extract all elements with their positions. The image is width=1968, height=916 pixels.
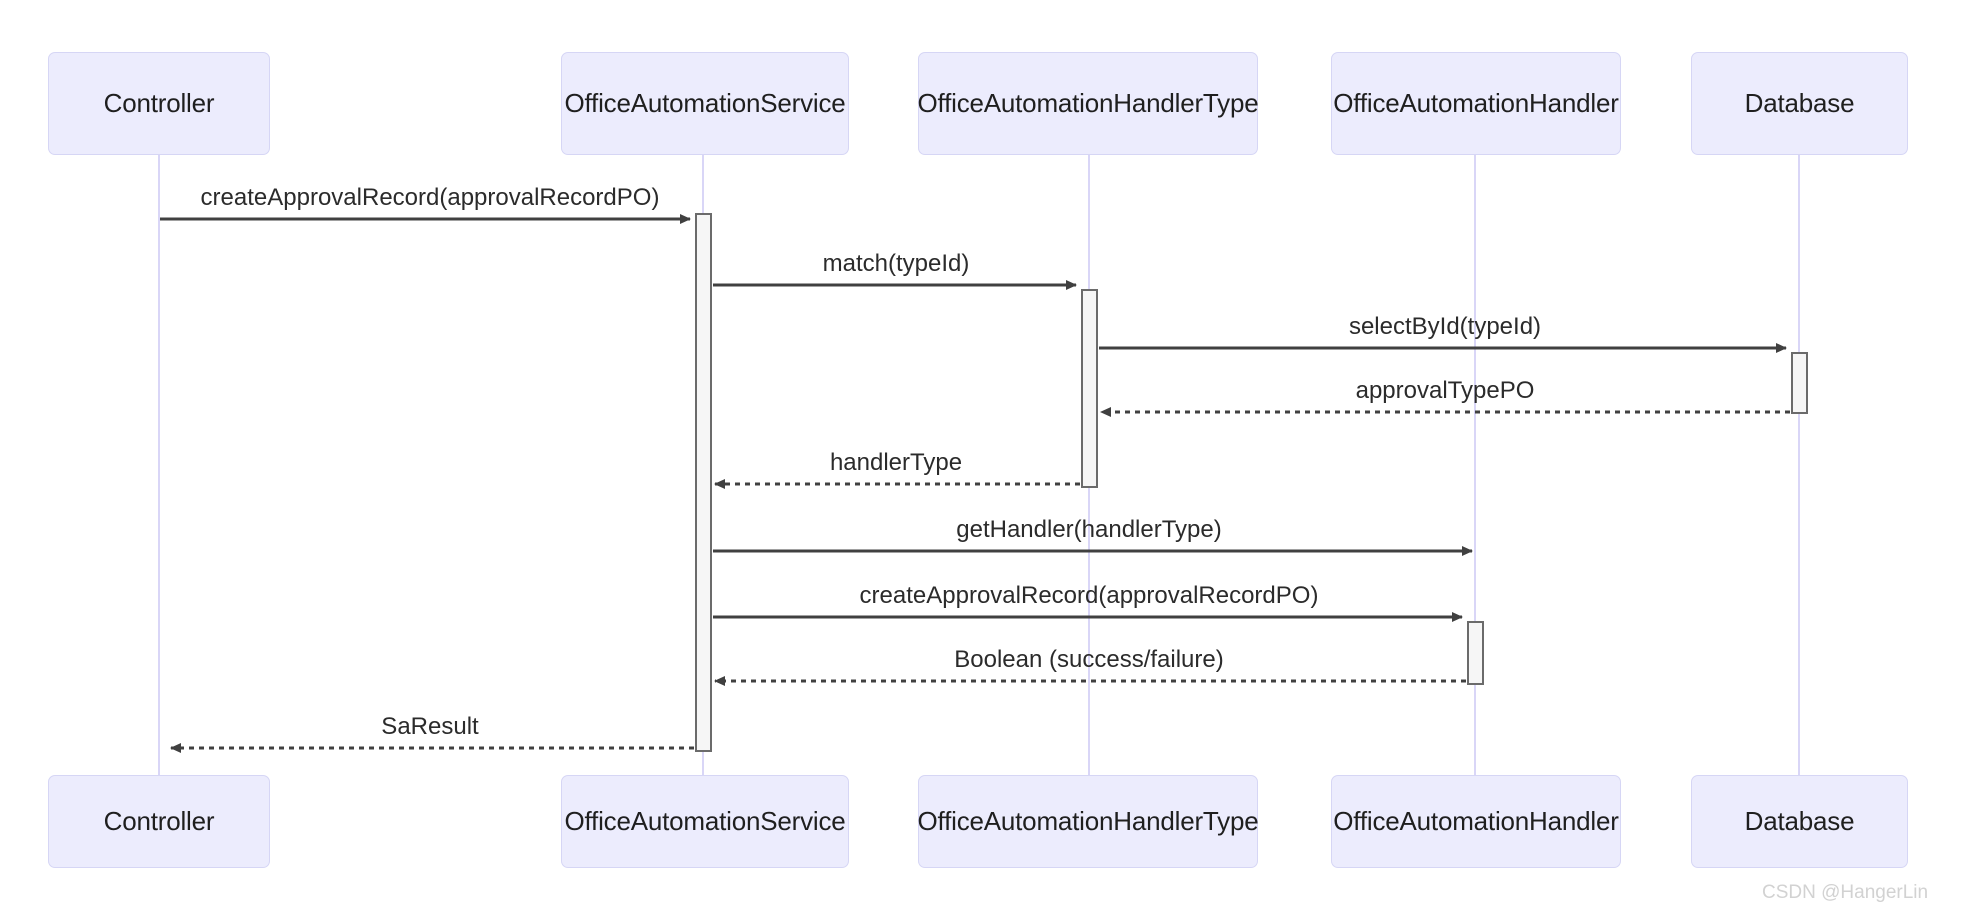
participant-box-top-controller[interactable]: Controller (48, 52, 270, 155)
activation-bar-service (695, 213, 712, 752)
participant-box-top-database[interactable]: Database (1691, 52, 1908, 155)
participant-box-top-service[interactable]: OfficeAutomationService (561, 52, 849, 155)
participant-box-bottom-handlertype[interactable]: OfficeAutomationHandlerType (917, 775, 1259, 868)
participant-label-handler: OfficeAutomationHandler (1333, 88, 1619, 118)
participant-box-top-handler[interactable]: OfficeAutomationHandler (1331, 52, 1621, 155)
lifeline-handler (1474, 155, 1476, 775)
message-label-create-approval-record-2: createApprovalRecord(approvalRecordPO) (859, 582, 1319, 609)
message-label-match-typeid: match(typeId) (822, 250, 970, 277)
message-label-handler-type: handlerType (829, 449, 963, 476)
lifeline-database (1798, 155, 1800, 775)
lifeline-controller (158, 155, 160, 775)
participant-label-bottom-database: Database (1744, 806, 1855, 836)
message-label-create-approval-record-1: createApprovalRecord(approvalRecordPO) (200, 184, 660, 211)
participant-label-handlertype: OfficeAutomationHandlerType (917, 88, 1259, 118)
activation-bar-database (1791, 352, 1808, 414)
message-label-sa-result: SaResult (381, 713, 479, 740)
participant-box-bottom-service[interactable]: OfficeAutomationService (561, 775, 849, 868)
message-label-get-handler: getHandler(handlerType) (956, 516, 1222, 543)
activation-bar-handlertype (1081, 289, 1098, 488)
participant-label-bottom-controller: Controller (103, 806, 215, 836)
participant-label-bottom-handler: OfficeAutomationHandler (1333, 806, 1619, 836)
participant-box-bottom-controller[interactable]: Controller (48, 775, 270, 868)
participant-label-service: OfficeAutomationService (564, 88, 846, 118)
participant-box-top-handlertype[interactable]: OfficeAutomationHandlerType (917, 52, 1259, 155)
participant-box-bottom-database[interactable]: Database (1691, 775, 1908, 868)
participant-label-bottom-service: OfficeAutomationService (564, 806, 846, 836)
message-label-boolean-result: Boolean (success/failure) (954, 646, 1224, 673)
message-label-approval-type-po: approvalTypePO (1355, 377, 1535, 404)
message-label-select-by-id: selectById(typeId) (1348, 313, 1542, 340)
activation-bar-handler (1467, 621, 1484, 685)
watermark-text: CSDN @HangerLin (1762, 882, 1929, 903)
participant-label-controller: Controller (103, 88, 215, 118)
participant-box-bottom-handler[interactable]: OfficeAutomationHandler (1331, 775, 1621, 868)
participant-label-database: Database (1744, 88, 1855, 118)
participant-label-bottom-handlertype: OfficeAutomationHandlerType (917, 806, 1259, 836)
